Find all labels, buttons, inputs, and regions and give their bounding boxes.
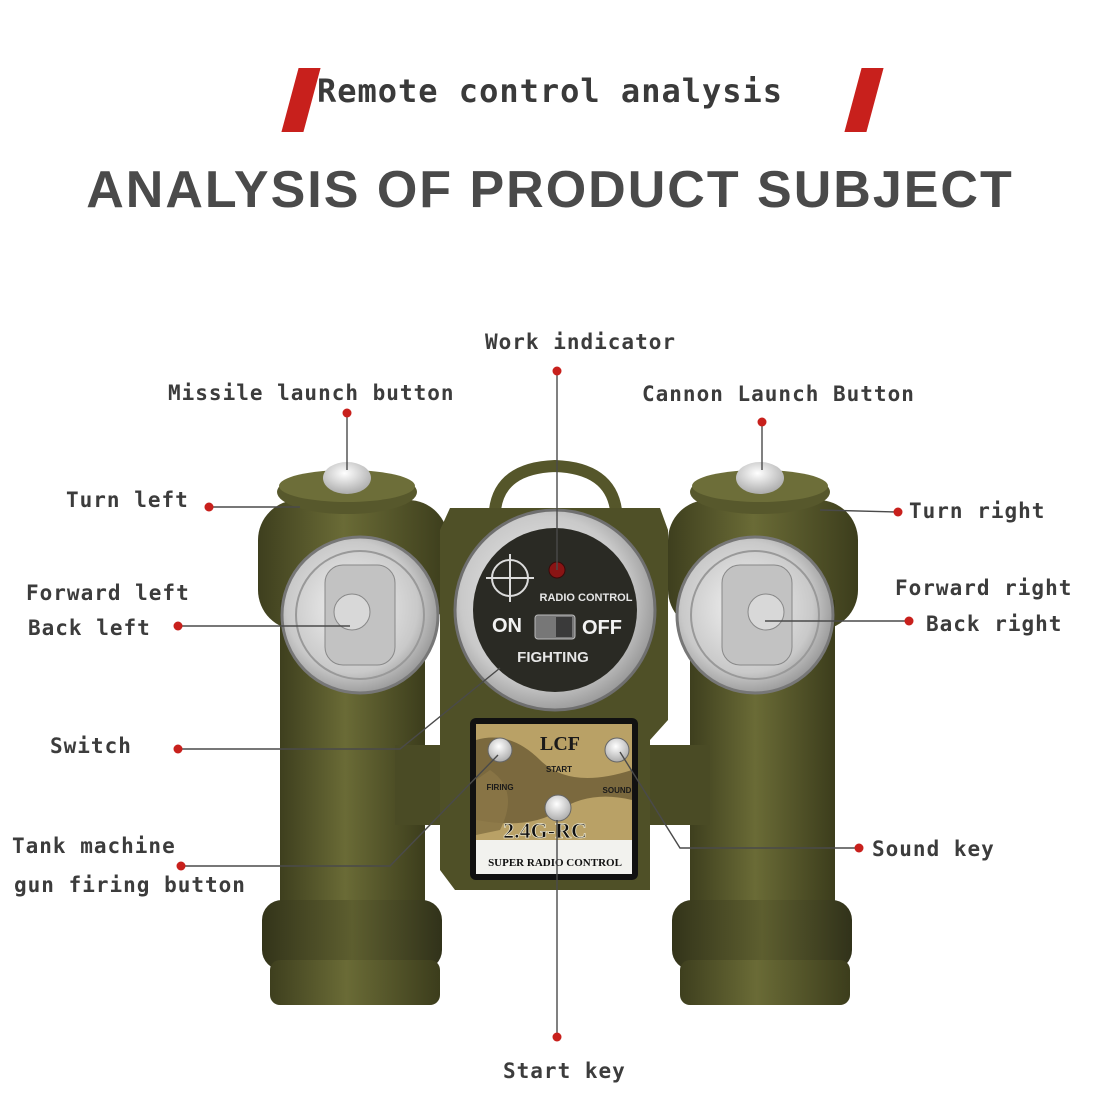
- on-text: ON: [492, 615, 522, 637]
- label-forward-right: Forward right: [895, 576, 1073, 600]
- radio-control-text: RADIO CONTROL: [540, 592, 633, 604]
- off-text: OFF: [582, 617, 622, 639]
- label-turn-right: Turn right: [909, 499, 1046, 523]
- frequency-text: 2.4G-RC: [503, 818, 587, 843]
- leader-lines: [178, 372, 908, 1036]
- label-back-right: Back right: [926, 612, 1063, 636]
- label-work-indicator: Work indicator: [485, 330, 677, 354]
- fighting-text: FIGHTING: [517, 649, 589, 666]
- label-cannon-launch-button: Cannon Launch Button: [642, 382, 915, 406]
- firing-text: FIRING: [486, 783, 513, 792]
- carry-handle: [489, 459, 622, 512]
- start-text: START: [546, 765, 572, 774]
- label-missile-launch-button: Missile launch button: [168, 381, 455, 405]
- subtitle: Remote control analysis: [316, 72, 784, 110]
- label-turn-left: Turn left: [66, 488, 189, 512]
- center-body: [440, 508, 668, 890]
- label-switch: Switch: [50, 734, 132, 758]
- super-radio-control-text: SUPER RADIO CONTROL: [488, 857, 622, 869]
- label-forward-left: Forward left: [26, 581, 190, 605]
- brand-text: LCF: [540, 733, 580, 755]
- label-start-key: Start key: [503, 1059, 626, 1083]
- label-gun-firing-button: gun firing button: [14, 873, 246, 897]
- label-tank-machine: Tank machine: [12, 834, 176, 858]
- sound-text: SOUND: [603, 786, 632, 795]
- left-column: [258, 462, 455, 1005]
- label-sound-key: Sound key: [872, 837, 995, 861]
- right-column: [650, 462, 858, 1005]
- label-back-left: Back left: [28, 616, 151, 640]
- callout-dots: [173, 366, 914, 1042]
- page-title: ANALYSIS OF PRODUCT SUBJECT: [86, 161, 1014, 219]
